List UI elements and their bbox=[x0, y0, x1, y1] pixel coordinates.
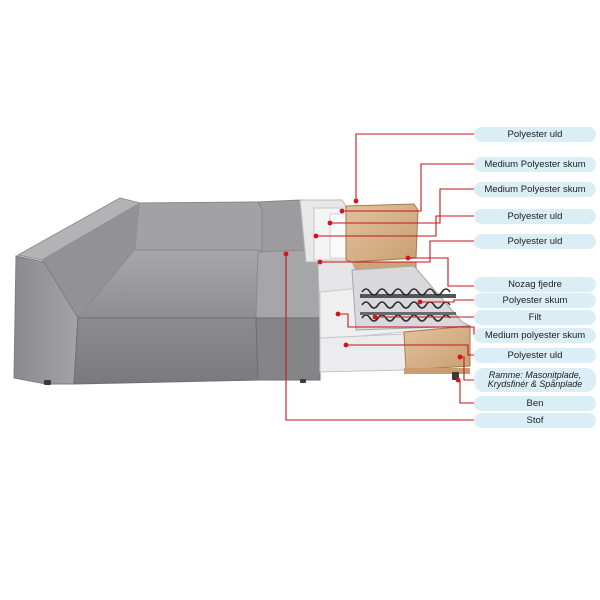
label-frame-line1: Ramme: Masonitplade, bbox=[488, 369, 582, 380]
leg-front-left bbox=[44, 380, 51, 385]
leader-dots bbox=[283, 198, 463, 383]
label-nozag-springs: Nozag fjedre bbox=[474, 277, 596, 292]
seat-front-right bbox=[255, 317, 321, 381]
nozag-springs bbox=[361, 288, 451, 322]
felt-layer bbox=[360, 294, 456, 298]
label-frame-line2: Krydsfinér & Spånplade bbox=[487, 379, 583, 389]
label-fabric: Stof bbox=[474, 413, 596, 428]
section-base-wool bbox=[319, 333, 407, 373]
label-medium-foam-1: Medium Polyester skum bbox=[474, 157, 596, 172]
label-polyester-wool-3: Polyester uld bbox=[474, 234, 596, 249]
label-medium-polyester-foam: Medium polyester skum bbox=[474, 328, 596, 343]
label-polyester-wool-2: Polyester uld bbox=[474, 209, 596, 224]
back-frame bbox=[345, 203, 419, 263]
armrest-inner bbox=[42, 203, 140, 318]
label-polyester-foam: Polyester skum bbox=[474, 293, 596, 308]
label-legs: Ben bbox=[474, 396, 596, 411]
base-frame bbox=[403, 325, 471, 371]
label-medium-foam-2: Medium Polyester skum bbox=[474, 182, 596, 197]
leader-lines bbox=[285, 133, 475, 421]
seat-front-left bbox=[73, 317, 259, 385]
label-frame: Ramme: Masonitplade, Krydsfinér & Spånpl… bbox=[474, 368, 596, 392]
label-felt: Filt bbox=[474, 310, 596, 325]
label-polyester-wool-1: Polyester uld bbox=[474, 127, 596, 142]
label-polyester-wool-4: Polyester uld bbox=[474, 348, 596, 363]
